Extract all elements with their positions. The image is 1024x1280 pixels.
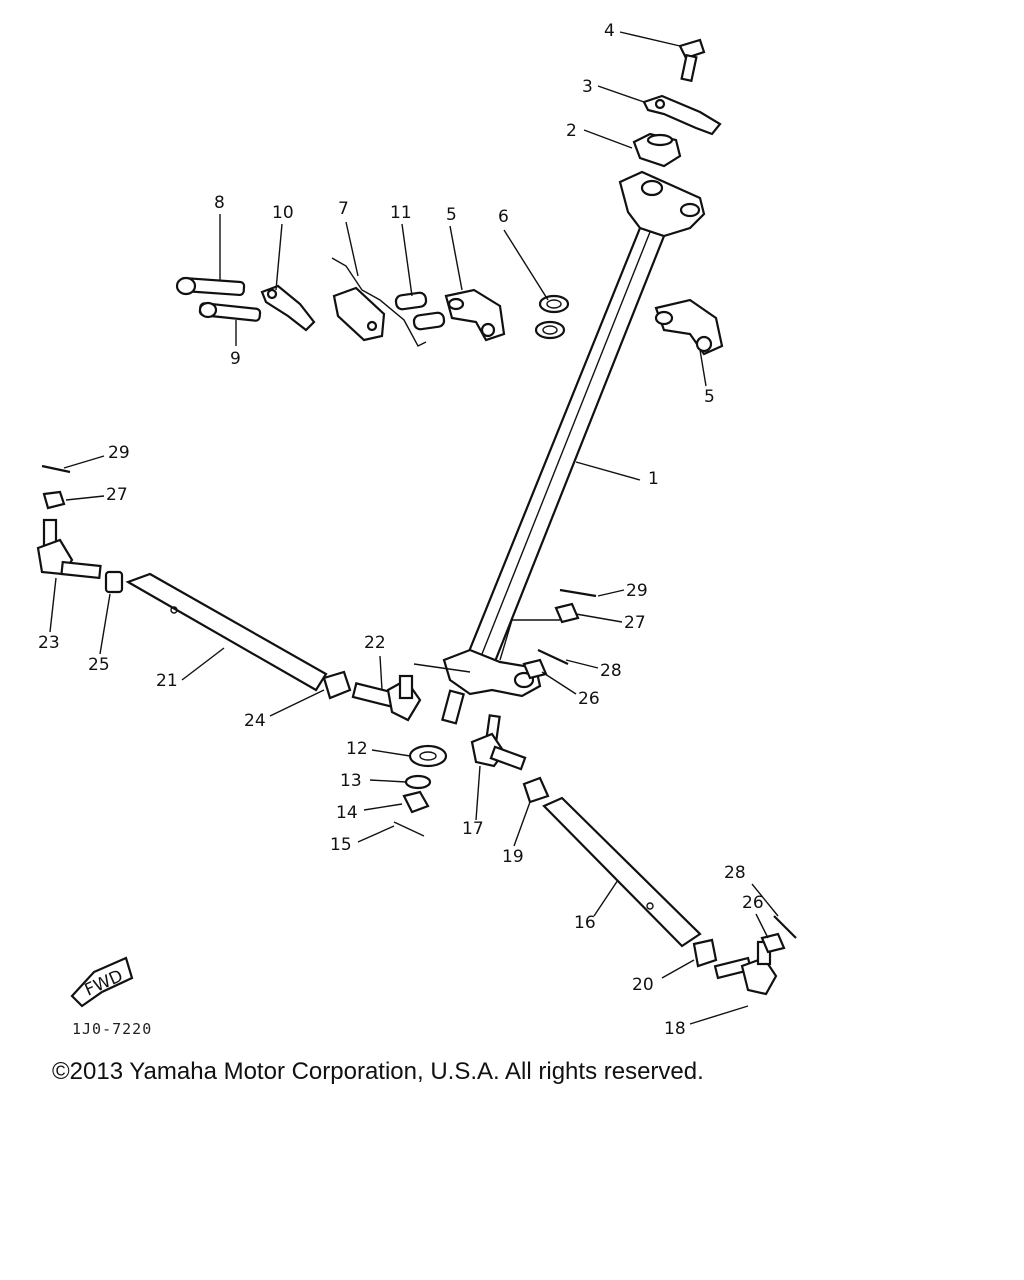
leader-line-19 <box>513 801 531 847</box>
tie-rod-left-assembly <box>36 464 422 722</box>
leader-line-18 <box>689 1005 749 1025</box>
callout-26: 26 <box>742 893 764 913</box>
leader-line-17 <box>475 765 481 821</box>
callout-13: 13 <box>340 771 362 791</box>
leader-line-15 <box>357 825 395 843</box>
diagram-code: 1J0-7220 <box>72 1020 152 1038</box>
leader-line-28 <box>565 659 599 669</box>
center-nut-stack <box>393 744 448 837</box>
callout-18: 18 <box>664 1019 686 1039</box>
callout-29: 29 <box>626 581 648 601</box>
leader-line-5 <box>699 349 707 387</box>
callout-27: 27 <box>624 613 646 633</box>
callout-4: 4 <box>604 21 615 41</box>
callout-29: 29 <box>108 443 130 463</box>
leader-line-2 <box>583 129 633 149</box>
callout-22: 22 <box>364 633 386 653</box>
leader-line-6 <box>503 229 549 301</box>
callout-12: 12 <box>346 739 368 759</box>
callout-10: 10 <box>272 203 294 223</box>
leader-line-24 <box>269 689 325 717</box>
callout-17: 17 <box>462 819 484 839</box>
callout-14: 14 <box>336 803 358 823</box>
leader-line-27 <box>575 613 623 623</box>
leader-line-10 <box>275 223 283 291</box>
callout-7: 7 <box>338 199 349 219</box>
leader-line-23 <box>49 577 57 633</box>
lock-washer-plate <box>642 94 722 136</box>
leader-line-13 <box>369 779 407 783</box>
leader-line-27 <box>65 495 105 501</box>
leader-line-4 <box>619 31 681 47</box>
shaft-holder-right <box>654 298 724 356</box>
callout-5: 5 <box>446 205 457 225</box>
callout-15: 15 <box>330 835 352 855</box>
callout-5: 5 <box>704 387 715 407</box>
callout-8: 8 <box>214 193 225 213</box>
callout-11: 11 <box>390 203 412 223</box>
steering-shaft <box>413 170 706 725</box>
leader-line-12 <box>371 749 411 757</box>
leader-line-5 <box>449 225 463 291</box>
forward-arrow-icon: FWD <box>70 956 134 1008</box>
callout-23: 23 <box>38 633 60 653</box>
leader-line-11 <box>401 223 413 297</box>
leader-line-14 <box>363 803 403 811</box>
callout-6: 6 <box>498 207 509 227</box>
leader-line-20 <box>661 959 695 979</box>
callout-28: 28 <box>724 863 746 883</box>
callout-3: 3 <box>582 77 593 97</box>
callout-16: 16 <box>574 913 596 933</box>
callout-24: 24 <box>244 711 266 731</box>
callout-19: 19 <box>502 847 524 867</box>
callout-26: 26 <box>578 689 600 709</box>
callout-27: 27 <box>106 485 128 505</box>
callout-1: 1 <box>648 469 659 489</box>
leader-line-25 <box>99 593 111 655</box>
leader-line-7 <box>345 221 359 277</box>
callout-25: 25 <box>88 655 110 675</box>
leader-line-3 <box>597 85 645 103</box>
clamp-upper <box>632 132 682 168</box>
leader-line-26 <box>541 671 577 695</box>
leader-line-29 <box>597 589 625 597</box>
copyright-notice: ©2013 Yamaha Motor Corporation, U.S.A. A… <box>52 1058 704 1085</box>
leader-line-21 <box>181 647 225 681</box>
tie-rod-right-assembly <box>470 714 797 996</box>
callout-21: 21 <box>156 671 178 691</box>
holder-hardware-group <box>175 257 570 347</box>
leader-line-26 <box>755 913 769 939</box>
callout-9: 9 <box>230 349 241 369</box>
callout-2: 2 <box>566 121 577 141</box>
leader-line-29 <box>63 455 105 469</box>
leader-line-1 <box>575 461 641 481</box>
leader-line-28 <box>751 883 779 917</box>
callout-28: 28 <box>600 661 622 681</box>
flange-bolt <box>678 38 706 83</box>
callout-20: 20 <box>632 975 654 995</box>
leader-line-22 <box>379 655 383 691</box>
leader-line-16 <box>593 879 619 917</box>
